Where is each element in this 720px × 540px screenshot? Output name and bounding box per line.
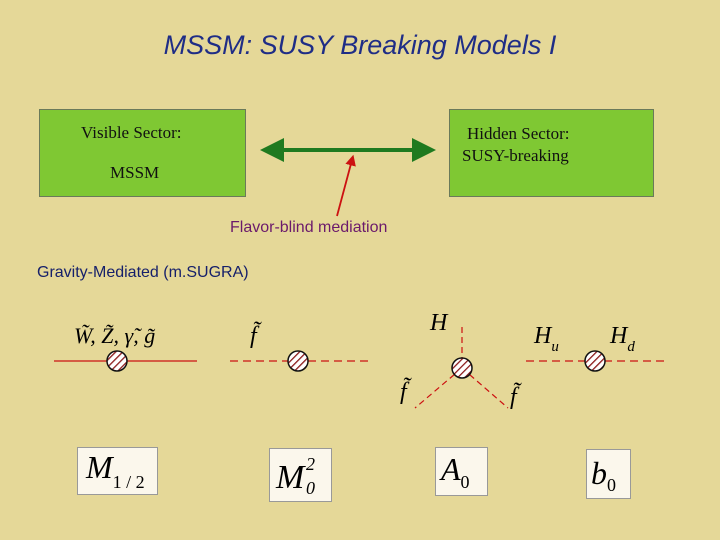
param-a0-symbol: A0 — [439, 451, 470, 492]
hidden-sector-content: SUSY-breaking — [462, 146, 569, 165]
trilinear-parameter — [435, 447, 488, 496]
visible-sector-box — [39, 109, 246, 197]
visible-sector-label: Visible Sector: — [81, 123, 182, 142]
gaugino-mass-parameter — [77, 447, 158, 495]
vertex3-top-label: H — [429, 310, 449, 336]
param-m02-sup: 2 — [306, 454, 315, 474]
hidden-sector-label: Hidden Sector: — [467, 124, 570, 143]
gaugino-vertex — [54, 350, 197, 372]
vertex4-right-label: Hd — [609, 323, 635, 355]
sfermion-mass-vertex — [230, 350, 372, 372]
vertex4-left-label: Hu — [533, 323, 559, 355]
param-b0-symbol: b0 — [591, 455, 616, 495]
mediation-label: Flavor-blind mediation — [230, 219, 388, 236]
hidden-sector-box — [449, 109, 654, 197]
vertex1-label: W̃, Z̃, γ̃, g̃ — [74, 323, 155, 348]
visible-sector-content: MSSM — [110, 163, 160, 182]
trilinear-vertex — [414, 327, 509, 409]
model-label: Gravity-Mediated (m.SUGRA) — [37, 264, 249, 281]
scalar-mass-parameter — [269, 448, 332, 502]
param-m12-symbol: M1 / 2 — [85, 449, 145, 492]
param-m02-symbol: M — [275, 459, 306, 496]
mediation-pointer-arrow — [336, 154, 356, 217]
bilinear-parameter — [586, 449, 631, 499]
slide-title: MSSM: SUSY Breaking Models I — [163, 30, 557, 60]
higgs-mixing-vertex — [526, 350, 667, 372]
param-m02-sub: 0 — [306, 478, 315, 498]
